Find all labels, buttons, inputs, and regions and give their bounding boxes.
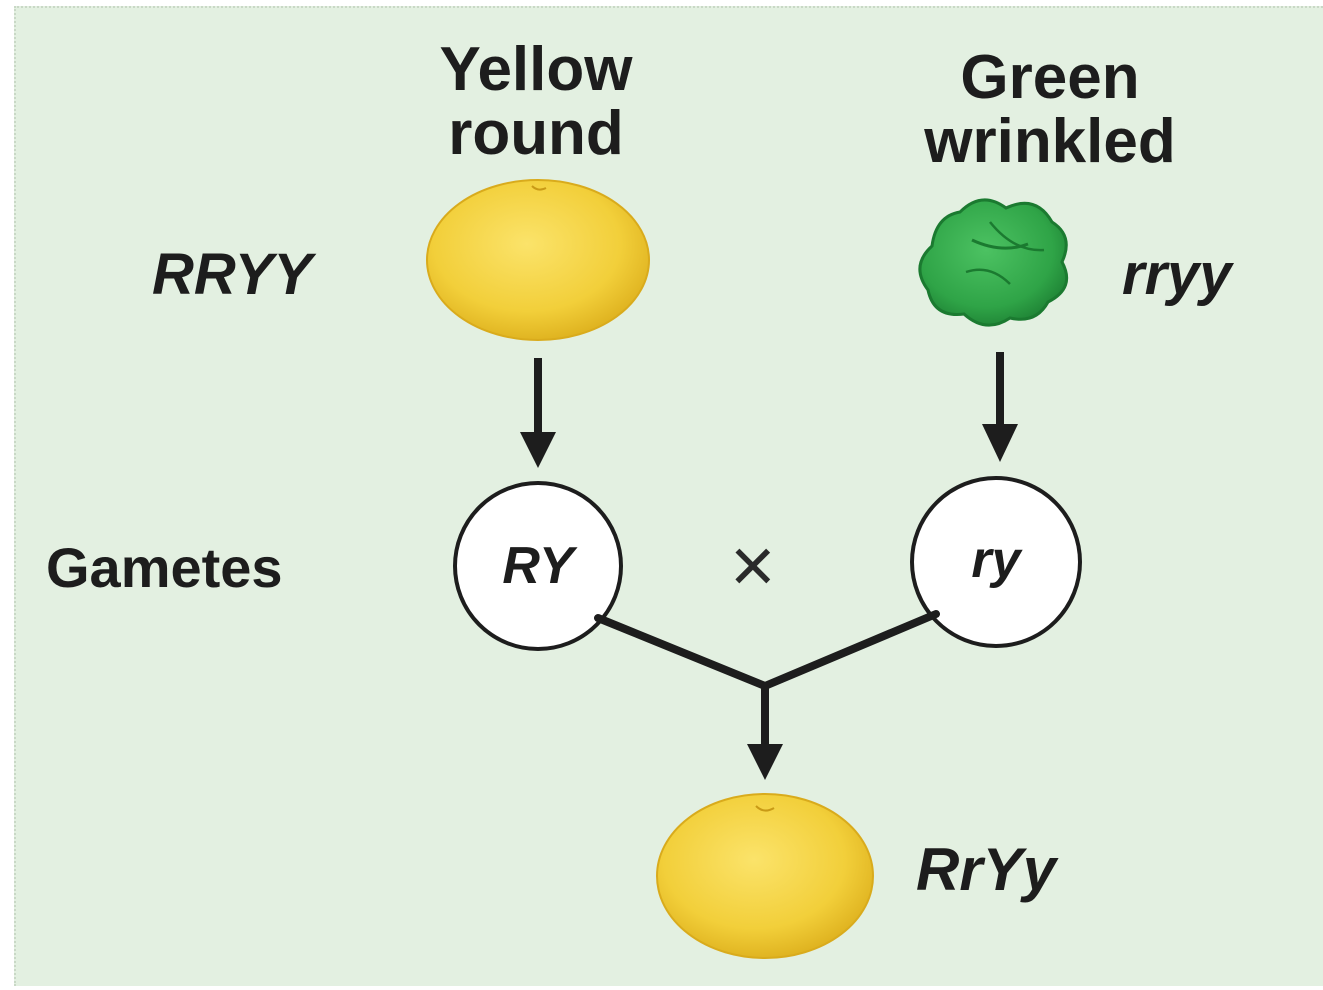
- yellow-round-seed: [426, 179, 650, 341]
- offspring-seed: [656, 793, 874, 959]
- right-parent-arrow: [982, 352, 1018, 462]
- right-phenotype-line1: Green: [960, 43, 1140, 112]
- cross-symbol: ×: [730, 521, 776, 609]
- right-phenotype-line2: wrinkled: [924, 107, 1176, 176]
- gamete-ry-text: ry: [971, 531, 1021, 589]
- right-phenotype-label: Green wrinkled: [860, 46, 1240, 174]
- right-parent-genotype: rryy: [1122, 242, 1232, 307]
- fertilization-lines: [594, 610, 940, 780]
- gamete-circle-ry: [910, 476, 1082, 648]
- diagram-panel: [14, 6, 1323, 986]
- left-phenotype-line1: Yellow: [439, 35, 633, 104]
- offspring-genotype: RrYy: [916, 836, 1057, 903]
- green-wrinkled-seed: [918, 198, 1069, 327]
- left-parent-genotype: RRYY: [152, 242, 313, 307]
- left-phenotype-label: Yellow round: [386, 38, 686, 166]
- gamete-circle-RY: [453, 481, 623, 651]
- left-parent-arrow: [520, 358, 556, 468]
- gametes-label: Gametes: [46, 536, 283, 599]
- gamete-RY: RY: [455, 483, 621, 649]
- gamete-RY-text: RY: [502, 537, 574, 595]
- gamete-ry: ry: [912, 478, 1080, 646]
- left-phenotype-line2: round: [448, 99, 624, 168]
